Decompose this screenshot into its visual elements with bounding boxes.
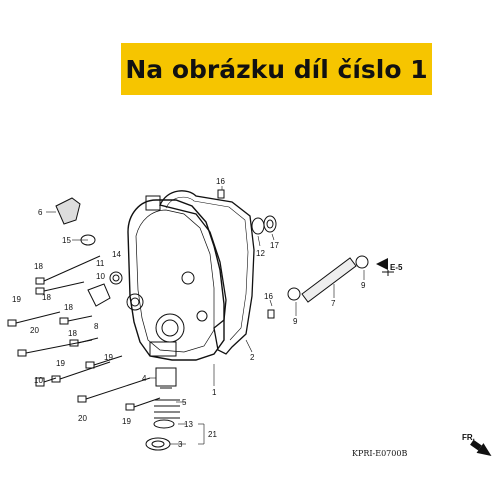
callout-21: 21 (208, 430, 217, 439)
callout-19-b: 19 (56, 359, 65, 368)
callout-18-c: 18 (64, 303, 73, 312)
callout-10: 10 (34, 376, 43, 385)
callout-20-b: 20 (78, 414, 87, 423)
callout-18-d: 18 (68, 329, 77, 338)
callout-4: 4 (142, 374, 147, 383)
callout-16-b: 16 (264, 292, 273, 301)
diagram-code: KPRI-E0700B (352, 449, 407, 458)
cover-outline (127, 199, 225, 361)
callout-9-a: 9 (293, 317, 298, 326)
callout-2: 2 (250, 353, 255, 362)
callout-19-a: 19 (12, 295, 21, 304)
callout-20-a: 20 (30, 326, 39, 335)
gasket-outline (159, 190, 255, 355)
callout-5: 5 (182, 398, 187, 407)
callout-10-top: 10 (96, 272, 105, 281)
callout-7: 7 (331, 299, 336, 308)
callout-17: 17 (270, 241, 279, 250)
callout-19-c: 19 (104, 353, 113, 362)
callout-9-b: 9 (361, 281, 366, 290)
callout-3: 3 (178, 440, 183, 449)
callout-12: 12 (256, 249, 265, 258)
callout-18-a: 18 (34, 262, 43, 271)
part-number-banner: Na obrázku díl číslo 1 (121, 43, 432, 95)
callout-11: 11 (96, 259, 105, 268)
callout-19-d: 19 (122, 417, 131, 426)
callout-14: 14 (112, 250, 121, 259)
banner-text: Na obrázku díl číslo 1 (125, 54, 428, 84)
callout-15: 15 (62, 236, 71, 245)
callout-1: 1 (212, 388, 217, 397)
callout-13: 13 (184, 420, 193, 429)
callout-18-b: 18 (42, 293, 51, 302)
callout-6: 6 (38, 208, 43, 217)
reference-e5: E-5 (390, 263, 403, 272)
callout-8: 8 (94, 322, 99, 331)
callout-16-top: 16 (216, 177, 225, 186)
front-direction-label: FR. (462, 433, 475, 442)
bolts-group (7, 255, 161, 411)
